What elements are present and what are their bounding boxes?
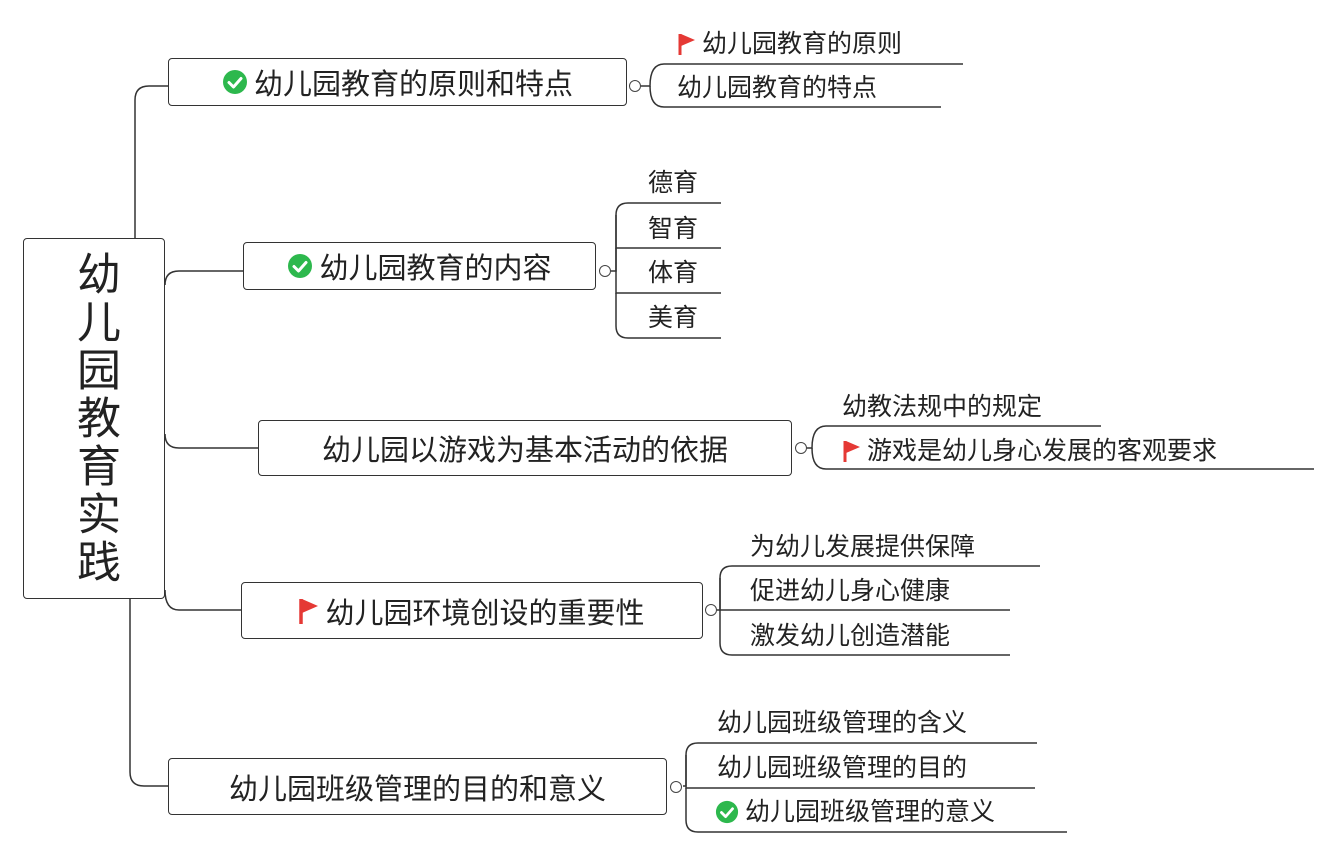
child-connector bbox=[685, 788, 1067, 833]
root-branch-connector bbox=[164, 433, 258, 449]
subtopic[interactable]: 为幼儿发展提供保障 bbox=[750, 532, 975, 562]
subtopic[interactable]: 幼儿园班级管理的目的 bbox=[717, 753, 967, 783]
root-topic-label: 幼儿园教育实践 bbox=[69, 250, 120, 587]
flag-icon bbox=[678, 32, 696, 56]
child-connector bbox=[615, 293, 721, 339]
flag-icon bbox=[843, 439, 861, 463]
branch-topic-content[interactable]: 幼儿园教育的内容 bbox=[243, 242, 596, 290]
subtopic-label: 幼儿园教育的原则 bbox=[702, 29, 903, 58]
branch-topic-environment[interactable]: 幼儿园环境创设的重要性 bbox=[241, 582, 703, 639]
branch-topic-label: 幼儿园教育的原则和特点 bbox=[253, 67, 573, 101]
root-branch-connector bbox=[134, 85, 168, 238]
subtopic-label: 幼教法规中的规定 bbox=[842, 392, 1043, 421]
child-connector bbox=[717, 565, 1040, 611]
subtopic[interactable]: 幼儿园班级管理的意义 bbox=[715, 797, 995, 827]
child-connector bbox=[683, 742, 1037, 787]
subtopic-label: 幼儿园班级管理的意义 bbox=[745, 797, 996, 826]
subtopic-label: 美育 bbox=[648, 303, 699, 332]
check-icon bbox=[222, 69, 248, 95]
branch-topic-label: 幼儿园以游戏为基本活动的依据 bbox=[321, 433, 728, 467]
root-branch-connector bbox=[164, 270, 243, 286]
branch-topic-label: 幼儿园教育的内容 bbox=[319, 251, 552, 285]
subtopic-label: 游戏是幼儿身心发展的客观要求 bbox=[867, 436, 1218, 465]
collapse-toggle[interactable] bbox=[599, 265, 611, 277]
branch-topic-class-management[interactable]: 幼儿园班级管理的目的和意义 bbox=[168, 758, 667, 815]
subtopic[interactable]: 幼儿园教育的原则 bbox=[678, 29, 902, 59]
subtopic[interactable]: 游戏是幼儿身心发展的客观要求 bbox=[843, 436, 1217, 466]
subtopic[interactable]: 体育 bbox=[648, 258, 698, 288]
subtopic-label: 幼儿园教育的特点 bbox=[677, 73, 878, 102]
subtopic-label: 德育 bbox=[648, 168, 699, 197]
subtopic-label: 智育 bbox=[648, 214, 699, 243]
subtopic[interactable]: 幼教法规中的规定 bbox=[842, 392, 1042, 422]
subtopic[interactable]: 德育 bbox=[648, 168, 698, 198]
subtopic[interactable]: 美育 bbox=[648, 303, 698, 333]
subtopic[interactable]: 幼儿园教育的特点 bbox=[677, 73, 877, 103]
branch-topic-label: 幼儿园班级管理的目的和意义 bbox=[228, 771, 606, 806]
flag-icon bbox=[299, 597, 319, 625]
branch-topic-play-basis[interactable]: 幼儿园以游戏为基本活动的依据 bbox=[258, 420, 792, 476]
child-connector bbox=[649, 85, 941, 108]
subtopic-label: 幼儿园班级管理的含义 bbox=[717, 708, 968, 737]
subtopic-label: 体育 bbox=[648, 258, 699, 287]
child-connector bbox=[807, 425, 1101, 449]
collapse-toggle[interactable] bbox=[629, 80, 641, 92]
subtopic-label: 促进幼儿身心健康 bbox=[750, 576, 951, 605]
subtopic-label: 幼儿园班级管理的目的 bbox=[717, 753, 968, 782]
child-connector bbox=[719, 610, 1010, 656]
child-connector bbox=[611, 202, 721, 272]
subtopic-label: 激发幼儿创造潜能 bbox=[750, 621, 951, 650]
root-branch-connector bbox=[164, 589, 241, 611]
check-icon bbox=[715, 800, 739, 824]
subtopic-label: 为幼儿发展提供保障 bbox=[750, 532, 976, 561]
subtopic[interactable]: 幼儿园班级管理的含义 bbox=[717, 708, 967, 738]
collapse-toggle[interactable] bbox=[705, 604, 717, 616]
branch-topic-label: 幼儿园环境创设的重要性 bbox=[325, 595, 645, 630]
child-connector bbox=[641, 63, 963, 87]
branch-topic-principles[interactable]: 幼儿园教育的原则和特点 bbox=[168, 58, 627, 106]
child-connector bbox=[811, 447, 1314, 470]
collapse-toggle[interactable] bbox=[670, 781, 682, 793]
subtopic[interactable]: 激发幼儿创造潜能 bbox=[750, 621, 950, 651]
collapse-toggle[interactable] bbox=[795, 442, 807, 454]
check-icon bbox=[287, 253, 313, 279]
root-branch-connector bbox=[129, 599, 168, 787]
root-topic[interactable]: 幼儿园教育实践 bbox=[23, 238, 165, 599]
subtopic[interactable]: 促进幼儿身心健康 bbox=[750, 576, 950, 606]
subtopic[interactable]: 智育 bbox=[648, 214, 698, 244]
